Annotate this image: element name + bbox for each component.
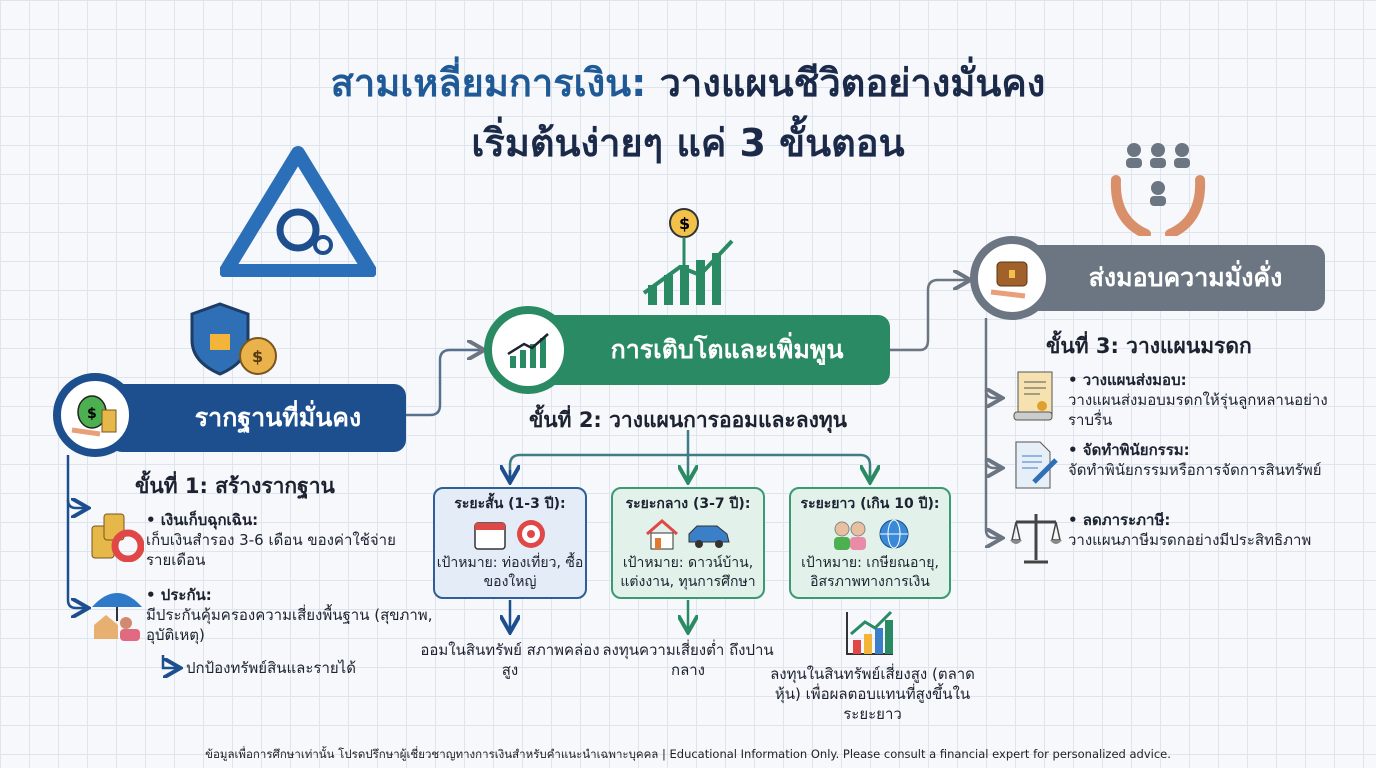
money-bag-hand-icon: $ <box>53 373 137 457</box>
box-title: ระยะสั้น (1-3 ปี): <box>454 496 566 512</box>
step1-note: ปกป้องทรัพย์สินและรายได้ <box>186 659 356 677</box>
coins-lifebuoy-icon <box>91 513 144 562</box>
item-title: • ประกัน: <box>146 586 212 604</box>
scales-icon <box>1010 514 1062 564</box>
car-icon <box>688 525 730 548</box>
box-title: ระยะยาว (เกิน 10 ปี): <box>800 496 940 512</box>
step1-banner: รากฐานที่มั่นคง <box>110 384 406 452</box>
step3-item-tax: • ลดภาระภาษี: วางแผนภาษีมรดกอย่างมีประสิท… <box>1068 510 1328 550</box>
step1-heading: ขั้นที่ 1: สร้างรากฐาน <box>135 474 335 498</box>
plant-growth-icon: $ <box>642 208 734 305</box>
step1-label: รากฐานที่มั่นคง <box>194 403 362 432</box>
shield-lock-money-icon: $ <box>190 302 277 376</box>
item-title: • จัดทำพินัยกรรม: <box>1068 441 1190 459</box>
title-rest: วางแผนชีวิตอย่างมั่นคง <box>646 61 1046 105</box>
box-goal: เป้าหมาย: ดาวน์บ้าน, แต่งงาน, ทุนการศึกษ… <box>620 555 756 590</box>
step3-banner: ส่งมอบความมั่งคั่ง <box>1010 245 1325 311</box>
page-title-line1: สามเหลี่ยมการเงิน: วางแผนชีวิตอย่างมั่นค… <box>0 52 1376 113</box>
item-text: จัดทำพินัยกรรมหรือการจัดการสินทรัพย์ <box>1068 461 1322 479</box>
growth-chart-icon <box>484 306 572 394</box>
title-highlight: สามเหลี่ยมการเงิน: <box>330 61 647 105</box>
mid-term-box: ระยะกลาง (3-7 ปี): เป้าหมาย: ดาวน์บ้าน, … <box>611 487 765 599</box>
target-icon <box>517 520 545 548</box>
box-goal: เป้าหมาย: ท่องเที่ยว, ซื้อของใหญ่ <box>436 555 584 590</box>
house-icon <box>646 519 678 550</box>
box-title: ระยะกลาง (3-7 ปี): <box>625 496 751 512</box>
mid-term-result: ลงทุนความเสี่ยงต่ำ ถึงปานกลาง <box>602 641 774 679</box>
triangle-gear-icon <box>220 146 376 277</box>
umbrella-family-icon <box>92 593 142 641</box>
globe-icon <box>879 519 909 549</box>
step3-item-transfer: • วางแผนส่งมอบ: วางแผนส่งมอบมรดกให้รุ่นลู… <box>1068 370 1328 430</box>
step2-heading: ขั้นที่ 2: วางแผนการออมและลงทุน <box>528 408 848 432</box>
item-title: • ลดภาระภาษี: <box>1068 511 1171 529</box>
calendar-icon <box>474 522 506 550</box>
step1-item-emergency: • เงินเก็บฉุกเฉิน: เก็บเงินสำรอง 3-6 เดือ… <box>146 510 416 570</box>
svg-text:$: $ <box>679 214 690 233</box>
long-term-box: ระยะยาว (เกิน 10 ปี): เป้าหมาย: เกษียณอา… <box>789 487 951 599</box>
document-pen-icon <box>1015 441 1058 489</box>
item-text: วางแผนส่งมอบมรดกให้รุ่นลูกหลานอย่างราบรื… <box>1068 391 1328 429</box>
hands-people-icon <box>1110 143 1206 236</box>
bar-chart-up-icon <box>846 610 893 655</box>
short-term-box: ระยะสั้น (1-3 ปี): เป้าหมาย: ท่องเที่ยว,… <box>433 487 587 599</box>
item-title: • วางแผนส่งมอบ: <box>1068 371 1187 389</box>
item-title: • เงินเก็บฉุกเฉิน: <box>146 511 259 529</box>
svg-text:$: $ <box>87 406 97 422</box>
scroll-icon <box>1013 371 1053 421</box>
long-term-result: ลงทุนในสินทรัพย์เสี่ยงสูง (ตลาดหุ้น) เพื… <box>770 665 975 723</box>
page-title-line2: เริ่มต้นง่ายๆ แค่ 3 ขั้นตอน <box>471 121 905 165</box>
step2-banner: การเติบโตและเพิ่มพูน <box>530 315 890 385</box>
item-text: มีประกันคุ้มครองความเสี่ยงพื้นฐาน (สุขภา… <box>146 606 433 644</box>
step2-label: การเติบโตและเพิ่มพูน <box>610 335 844 364</box>
treasure-chest-hand-icon <box>970 236 1054 320</box>
step3-heading: ขั้นที่ 3: วางแผนมรดก <box>1046 334 1252 358</box>
step3-item-will: • จัดทำพินัยกรรม: จัดทำพินัยกรรมหรือการจั… <box>1068 440 1328 480</box>
elderly-couple-icon <box>834 521 866 550</box>
disclaimer-footer: ข้อมูลเพื่อการศึกษาเท่านั้น โปรดปรึกษาผู… <box>205 747 1171 761</box>
short-term-result: ออมในสินทรัพย์ สภาพคล่องสูง <box>420 641 600 679</box>
step3-label: ส่งมอบความมั่งคั่ง <box>1088 263 1283 292</box>
box-goal: เป้าหมาย: เกษียณอายุ, อิสรภาพทางการเงิน <box>801 555 939 590</box>
svg-text:$: $ <box>252 347 263 366</box>
item-text: วางแผนภาษีมรดกอย่างมีประสิทธิภาพ <box>1068 531 1312 549</box>
step1-item-insurance: • ประกัน: มีประกันคุ้มครองความเสี่ยงพื้นฐ… <box>146 585 436 645</box>
item-text: เก็บเงินสำรอง 3-6 เดือน ของค่าใช้จ่ายราย… <box>146 531 396 569</box>
